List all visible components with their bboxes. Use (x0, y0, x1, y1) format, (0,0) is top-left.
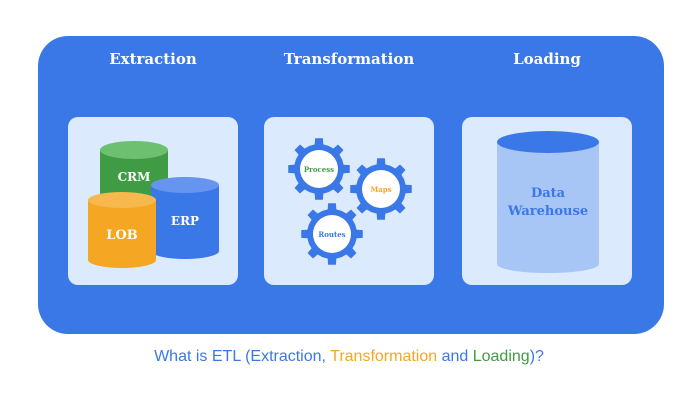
caption-transformation: Transformation (330, 348, 438, 365)
source-databases-illustration: CRM ERP LOB (88, 141, 219, 268)
warehouse-label-line1: Data (531, 186, 566, 201)
data-warehouse-icon (497, 131, 599, 273)
crm-label: CRM (118, 170, 151, 184)
transformation-title: Transformation (283, 50, 415, 68)
process-gear-icon (288, 138, 350, 200)
maps-label: Maps (370, 185, 391, 194)
erp-label: ERP (171, 214, 199, 228)
extraction-box: CRM ERP LOB (68, 117, 238, 285)
data-warehouse-illustration: Data Warehouse (497, 131, 599, 273)
caption-part-3: and (437, 348, 473, 365)
transformation-gears-illustration: Process Maps Routes (288, 138, 412, 265)
process-label: Process (304, 165, 334, 174)
routes-gear-icon (301, 203, 363, 265)
maps-gear-icon (350, 158, 412, 220)
caption-part-1: What is ETL (Extraction, (154, 348, 331, 365)
caption-part-5: )? (529, 348, 544, 365)
etl-caption: What is ETL (Extraction, Transformation … (0, 348, 698, 366)
lob-database-icon (88, 192, 156, 268)
loading-box: Data Warehouse (462, 117, 632, 285)
warehouse-label-line2: Warehouse (507, 204, 588, 219)
transformation-box: Process Maps Routes (264, 117, 434, 285)
lob-label: LOB (106, 228, 137, 243)
caption-loading: Loading (472, 348, 530, 365)
erp-database-icon (151, 177, 219, 259)
loading-title: Loading (513, 50, 581, 68)
routes-label: Routes (318, 230, 345, 239)
extraction-title: Extraction (109, 50, 197, 68)
